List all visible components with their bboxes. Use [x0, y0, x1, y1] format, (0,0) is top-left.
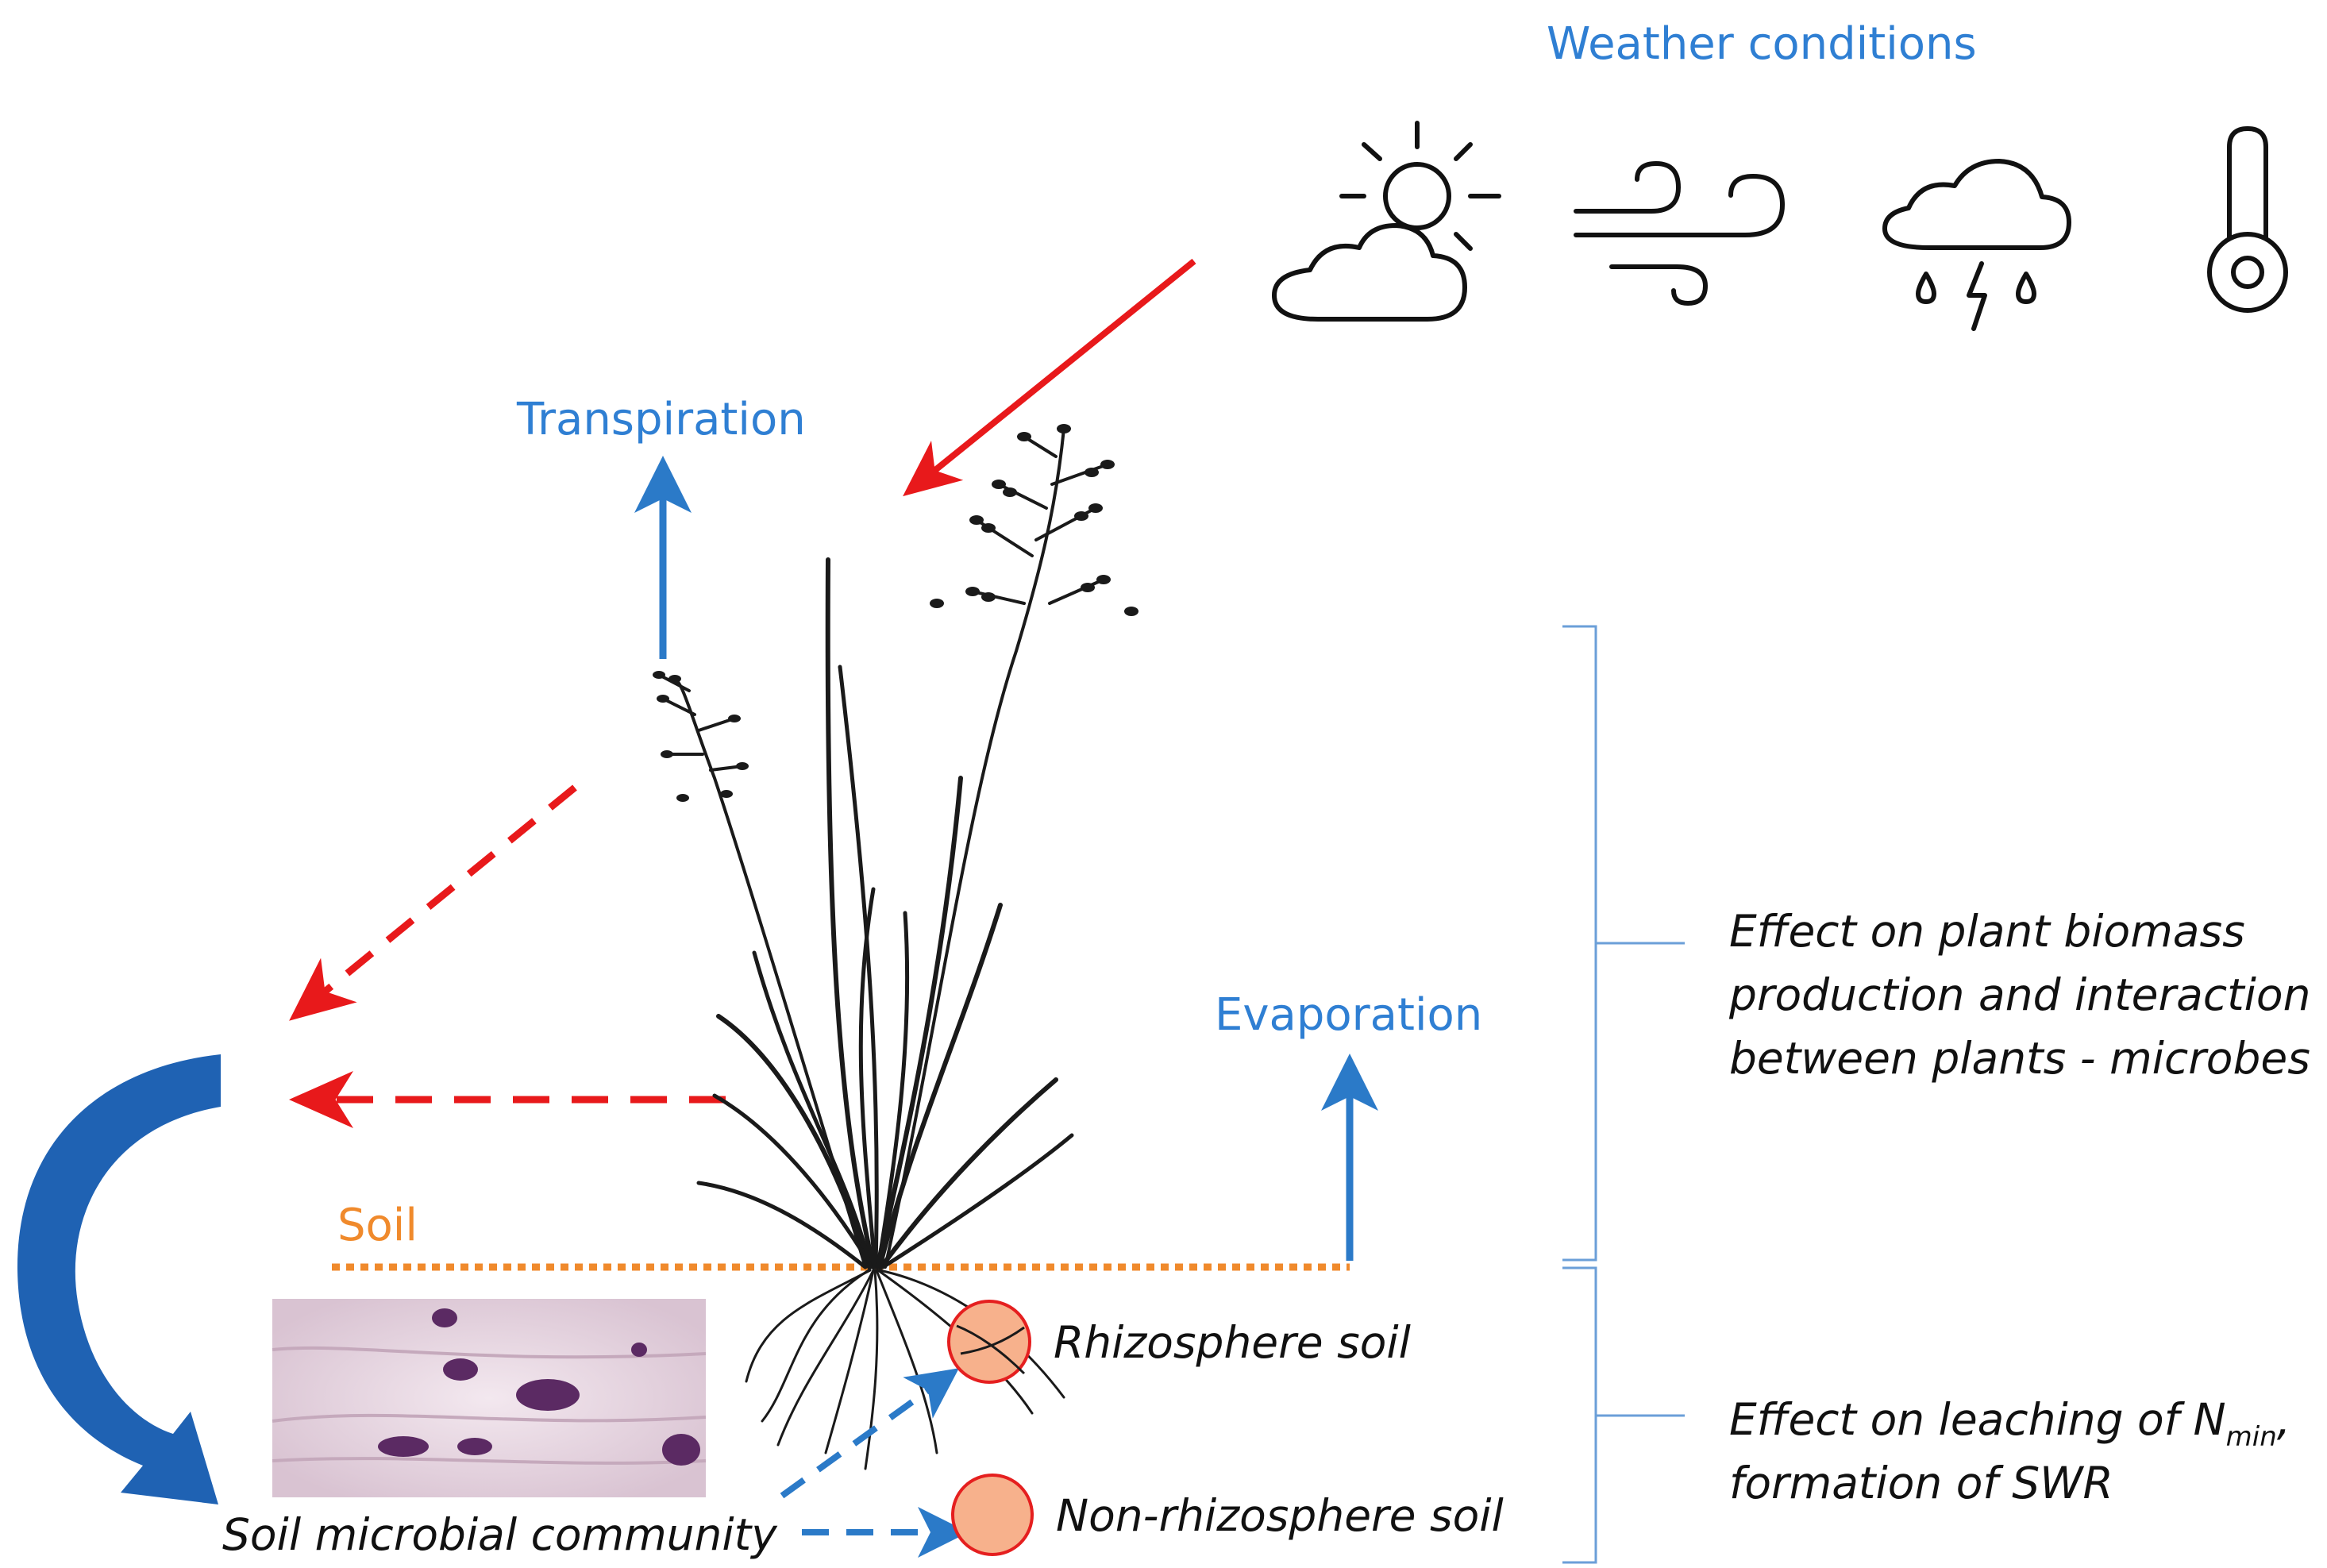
lower-effect-prefix: Effect on leaching of N [1729, 1394, 2226, 1445]
lower-effect-bracket [1562, 1266, 1685, 1564]
non-rhizosphere-soil-circle [951, 1474, 1034, 1556]
rhizosphere-soil-circle [947, 1300, 1031, 1384]
curved-feedback-arrow [17, 1054, 221, 1504]
non-rhizosphere-soil-label: Non-rhizosphere soil [1056, 1490, 1504, 1541]
weather-to-plant-arrow [903, 258, 1196, 497]
lower-effect-suffix: , [2277, 1394, 2290, 1445]
evaporation-label: Evaporation [1215, 989, 1482, 1041]
sun-cloud-icon [1272, 121, 1501, 322]
upper-effect-bracket [1562, 625, 1685, 1262]
microbes-to-rhizosphere-arrow [780, 1368, 959, 1499]
upper-effect-line2: production and interaction [1728, 969, 2310, 1020]
lower-effect-subscript: min [2226, 1421, 2277, 1453]
transpiration-label: Transpiration [516, 394, 806, 445]
wind-icon [1574, 161, 1785, 306]
weather-conditions-label: Weather conditions [1547, 18, 1977, 70]
thermometer-icon [2207, 126, 2288, 313]
upper-effect-line1: Effect on plant biomass [1729, 906, 2245, 957]
plant-to-left-dashed-arrow [289, 784, 577, 1021]
rhizosphere-soil-label: Rhizosphere soil [1054, 1317, 1412, 1368]
lower-effect-line1: Effect on leaching of Nmin, [1729, 1394, 2290, 1453]
lower-effect-line2: formation of SWR [1729, 1458, 2113, 1508]
soil-microbe-microscopy-image [272, 1299, 707, 1497]
grass-plant-illustration [653, 424, 1138, 1470]
storm-cloud-icon [1882, 159, 2071, 331]
soil-microbial-community-label: Soil microbial community [222, 1509, 778, 1560]
soil-label: Soil [337, 1200, 418, 1251]
upper-effect-line3: between plants - microbes [1729, 1033, 2310, 1084]
